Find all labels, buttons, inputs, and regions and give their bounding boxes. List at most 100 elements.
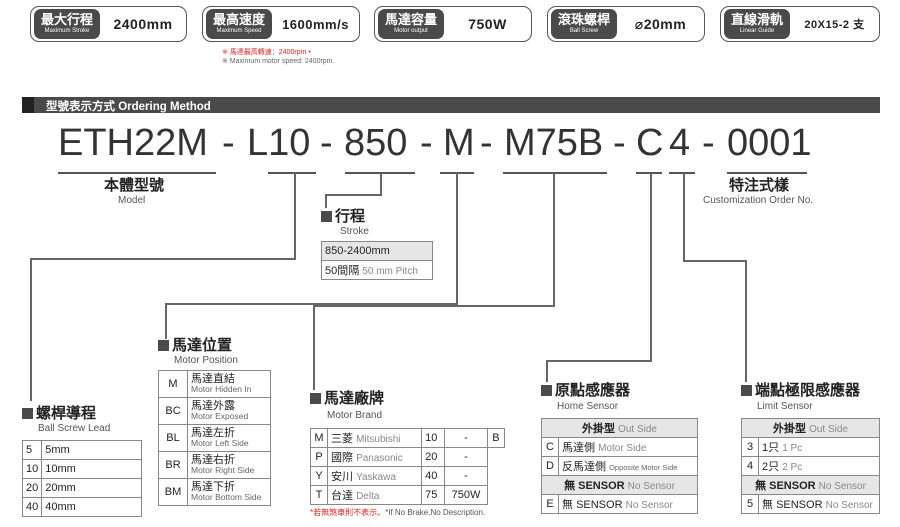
code-sep: - — [613, 122, 626, 164]
stroke-pitch: 50間隔 50 mm Pitch — [321, 260, 433, 280]
underline-model — [58, 172, 216, 174]
square-bullet-icon — [22, 408, 33, 419]
table-row: 外掛型 Out Side — [741, 418, 880, 438]
code-model: ETH22M — [58, 122, 208, 164]
connector — [683, 260, 747, 262]
brand-heading: 馬達廠牌 — [310, 390, 384, 408]
connector — [546, 360, 652, 362]
connector — [313, 305, 555, 307]
underline-position — [440, 172, 474, 174]
model-heading: 本體型號 — [104, 177, 165, 194]
home-heading: 原點感應器 — [541, 382, 630, 400]
connector — [165, 303, 167, 339]
stroke-range: 850-2400mm — [321, 241, 433, 261]
connector — [456, 173, 458, 304]
square-bullet-icon — [541, 385, 552, 396]
speed-note-en: ※ Maximum motor speed: 2400rpm. — [222, 58, 335, 65]
code-sep: - — [420, 122, 433, 164]
table-row: 無 SENSOR No Sensor — [741, 475, 880, 495]
lead-sub: Ball Screw Lead — [38, 423, 111, 434]
spec-value: 2400mm — [113, 16, 173, 32]
connector — [745, 260, 747, 382]
connector — [650, 173, 652, 361]
custom-sub: Customization Order No. — [703, 195, 814, 206]
bar-accent — [22, 97, 34, 113]
lead-heading: 螺桿導程 — [22, 405, 96, 423]
custom-heading: 特注式樣 — [729, 177, 790, 194]
underline-lead — [268, 172, 316, 174]
position-sub: Motor Position — [174, 355, 238, 366]
home-sub: Home Sensor — [557, 401, 619, 412]
underline-home — [636, 172, 662, 174]
connector — [380, 173, 382, 195]
spec-value: 750W — [468, 16, 507, 32]
square-bullet-icon — [741, 385, 752, 396]
code-sep: - — [702, 122, 715, 164]
connector — [325, 194, 327, 208]
square-bullet-icon — [321, 211, 332, 222]
connector — [30, 258, 32, 401]
underline-brand — [503, 172, 607, 174]
stroke-sub: Stroke — [340, 226, 369, 237]
connector — [165, 303, 458, 305]
limit-sub: Limit Sensor — [757, 401, 813, 412]
connector — [313, 305, 315, 390]
stroke-heading: 行程 — [321, 208, 365, 226]
code-home: C — [636, 122, 664, 164]
limit-heading: 端點極限感應器 — [741, 382, 860, 400]
table-row: 外掛型 Out Side — [541, 418, 698, 438]
brand-note: *若無煞車則不表示。*If No Brake,No Description. — [310, 508, 486, 517]
brand-sub: Motor Brand — [327, 410, 383, 421]
code-sep: - — [480, 122, 493, 164]
code-custom: 0001 — [727, 122, 812, 164]
square-bullet-icon — [158, 340, 169, 351]
connector — [683, 173, 685, 261]
code-sep: - — [320, 122, 333, 164]
spec-value: ⌀20mm — [634, 15, 687, 32]
code-lead: L10 — [247, 122, 311, 164]
underline-custom — [727, 172, 807, 174]
model-sub: Model — [118, 195, 146, 206]
stroke-table: 850-2400mm 50間隔 50 mm Pitch — [321, 241, 433, 280]
code-limit: 4 — [669, 122, 691, 164]
connector — [553, 173, 555, 306]
underline-limit — [669, 172, 695, 174]
position-heading: 馬達位置 — [158, 337, 232, 355]
spec-value: 1600mm/s — [282, 16, 349, 32]
connector — [30, 258, 296, 260]
speed-note-zh: ※ 馬達最高轉速：2400rpm • — [222, 49, 311, 56]
connector — [325, 194, 382, 196]
